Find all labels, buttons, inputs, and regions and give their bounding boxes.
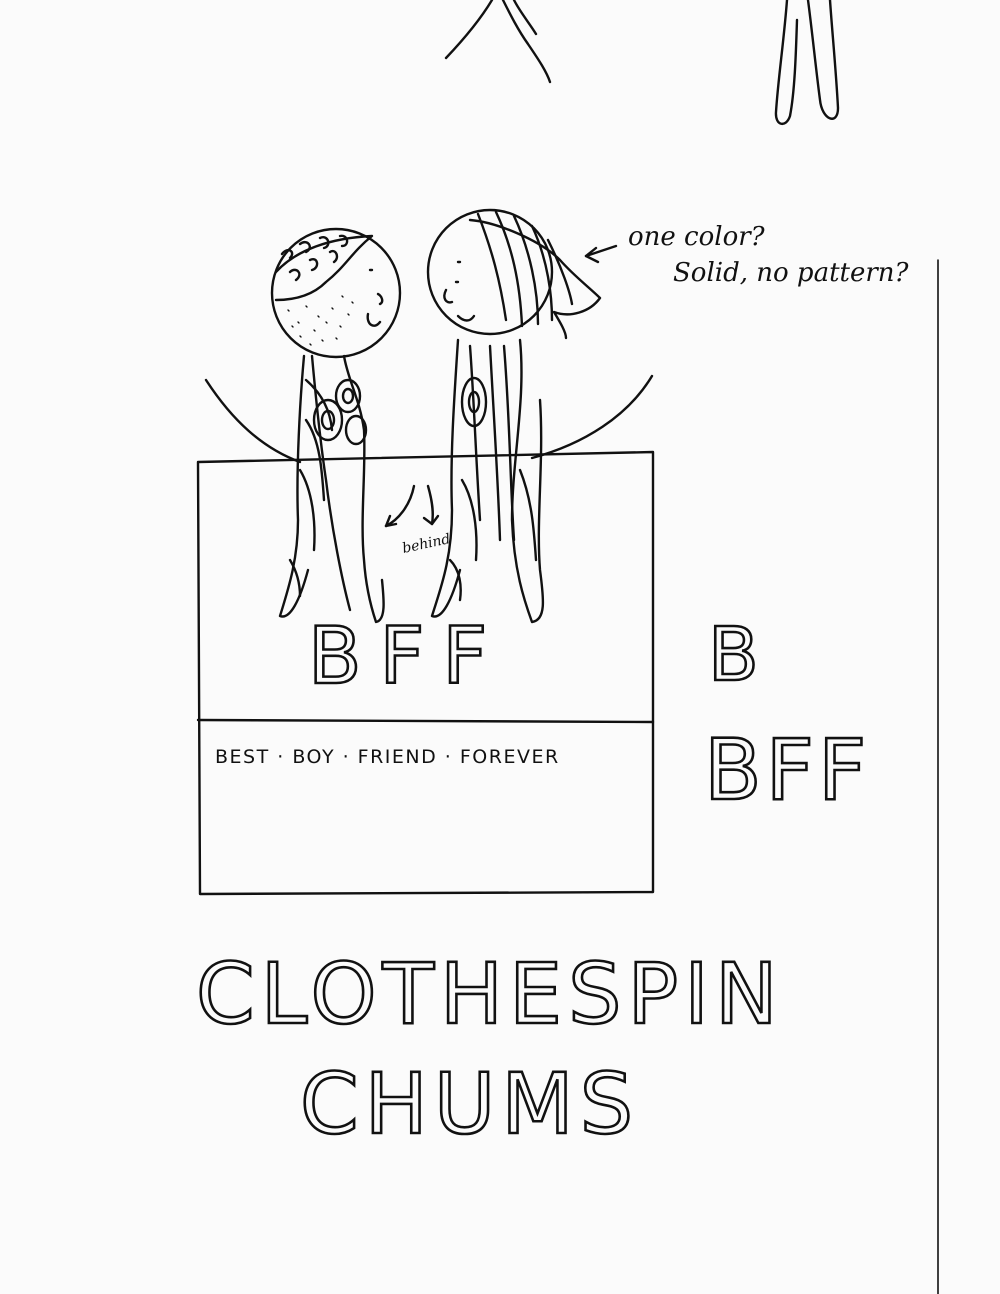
annotation-line-2: Solid, no pattern? <box>673 258 909 288</box>
top-cropped-legs-left <box>444 0 552 84</box>
clothespin-figure-striped-hair-icon <box>426 208 602 624</box>
title-line-1: CLOTHESPIN <box>195 945 784 1043</box>
title-line-2: CHUMS <box>299 1055 640 1153</box>
card-tagline: BEST · BOY · FRIEND · FOREVER <box>215 746 560 768</box>
top-cropped-legs-right <box>774 0 840 125</box>
side-sketch-bff: BFF <box>703 721 871 819</box>
card-logo-text: BFF <box>307 612 506 702</box>
left-arm <box>204 378 302 464</box>
side-sketch-b: B <box>707 612 760 698</box>
clothespin-figure-curly-hair-icon <box>270 227 402 624</box>
behind-arrows <box>384 484 440 528</box>
annotation-line-1: one color? <box>628 222 765 252</box>
arrow-left-icon <box>584 244 618 264</box>
right-arm <box>530 374 654 460</box>
card-outline <box>196 450 655 896</box>
